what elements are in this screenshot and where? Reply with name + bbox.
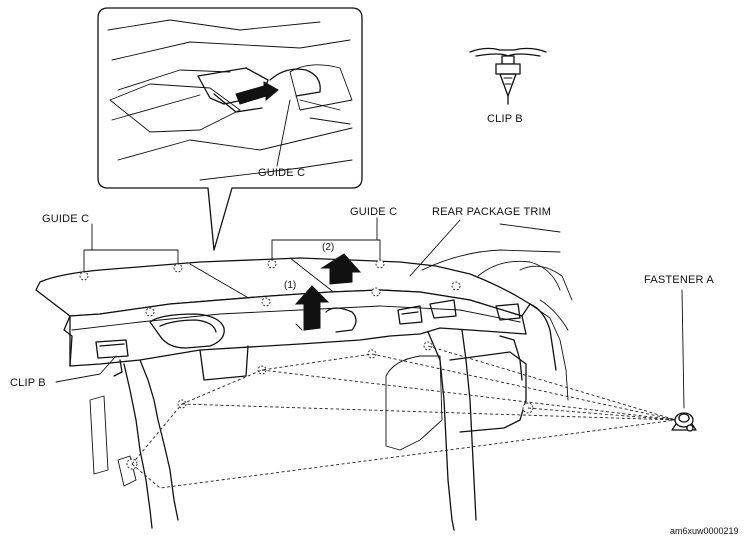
fastener-a-part <box>671 289 697 432</box>
inset-callout <box>97 7 363 251</box>
guide-c-right-label: GUIDE C <box>350 206 397 218</box>
reference-code: am6xuw0000219 <box>670 526 739 536</box>
rear-package-trim-label: REAR PACKAGE TRIM <box>432 206 551 218</box>
trim-supports <box>89 329 527 531</box>
clip-b-markers <box>145 281 461 317</box>
clip-b-detail <box>469 47 547 105</box>
label-leaders <box>55 219 561 383</box>
step-2-label: (2) <box>322 242 334 253</box>
vehicle-body-background <box>421 249 573 401</box>
removal-arrow-1 <box>294 285 330 331</box>
clip-b-left-label: CLIP B <box>10 377 46 389</box>
clip-b-top-label: CLIP B <box>487 113 523 125</box>
guide-c-brackets <box>83 217 381 273</box>
rear-package-trim-body <box>35 257 531 367</box>
fastener-locations <box>126 341 677 489</box>
inset-guide-c-label: GUIDE C <box>258 167 305 179</box>
removal-arrow-2 <box>320 253 362 285</box>
step-1-label: (1) <box>284 280 296 291</box>
guide-c-left-label: GUIDE C <box>42 213 89 225</box>
fastener-a-label: FASTENER A <box>644 274 714 286</box>
